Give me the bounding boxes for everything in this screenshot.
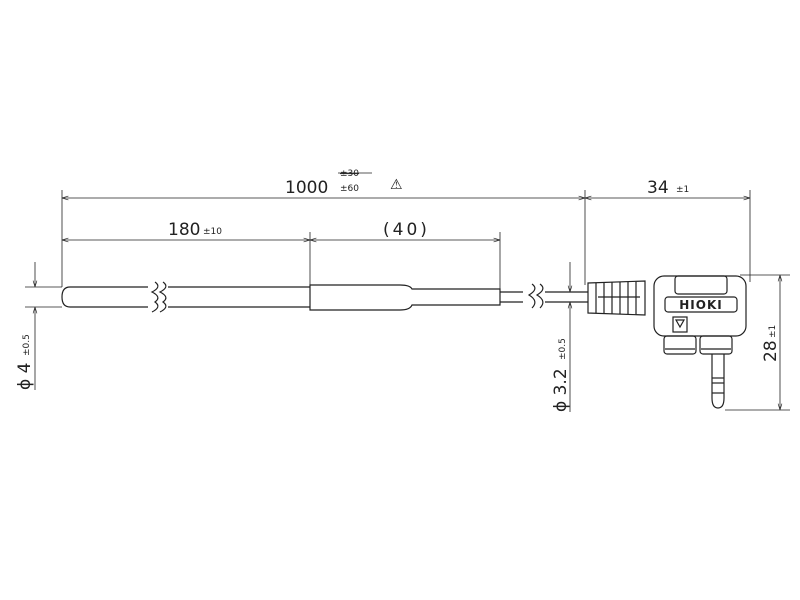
probe-diameter-value: ϕ 4 (15, 363, 35, 390)
probe-diameter-label: ϕ 4 ±0.5 (15, 334, 35, 390)
cable-diameter-label: ϕ 3.2 ±0.5 (551, 338, 571, 412)
cable-diameter-tolerance: ±0.5 (558, 338, 568, 360)
probe-tube (61, 286, 310, 308)
sleeve-length-value: (40) (383, 220, 430, 240)
probe-length-value: 180 (168, 220, 200, 240)
connector-length-value: 34 (647, 178, 669, 198)
probe-length-tolerance: ±10 (203, 227, 222, 237)
plug-pin (711, 354, 725, 409)
connector-strain-relief (587, 280, 646, 316)
connector-length-tolerance: ±1 (676, 185, 689, 195)
brand-label: HIOKI (679, 298, 722, 312)
warning-icon: ⚠ (390, 177, 403, 193)
probe-sleeve (309, 284, 501, 311)
dimension-lines (35, 198, 780, 412)
connector-height-value: 28 (761, 340, 781, 362)
connector-body (653, 275, 747, 355)
connector-height-tolerance: ±1 (768, 325, 778, 338)
cable-diameter-value: ϕ 3.2 (551, 368, 571, 412)
cable-length-old-tolerance: ±30 (340, 169, 359, 179)
break-mark-icon (148, 280, 545, 314)
cable-length-tolerance: ±60 (340, 184, 359, 194)
connector-height-label: 28 ±1 (761, 325, 781, 362)
probe-diameter-tolerance: ±0.5 (22, 334, 32, 356)
cable-length-value: 1000 (285, 178, 328, 198)
